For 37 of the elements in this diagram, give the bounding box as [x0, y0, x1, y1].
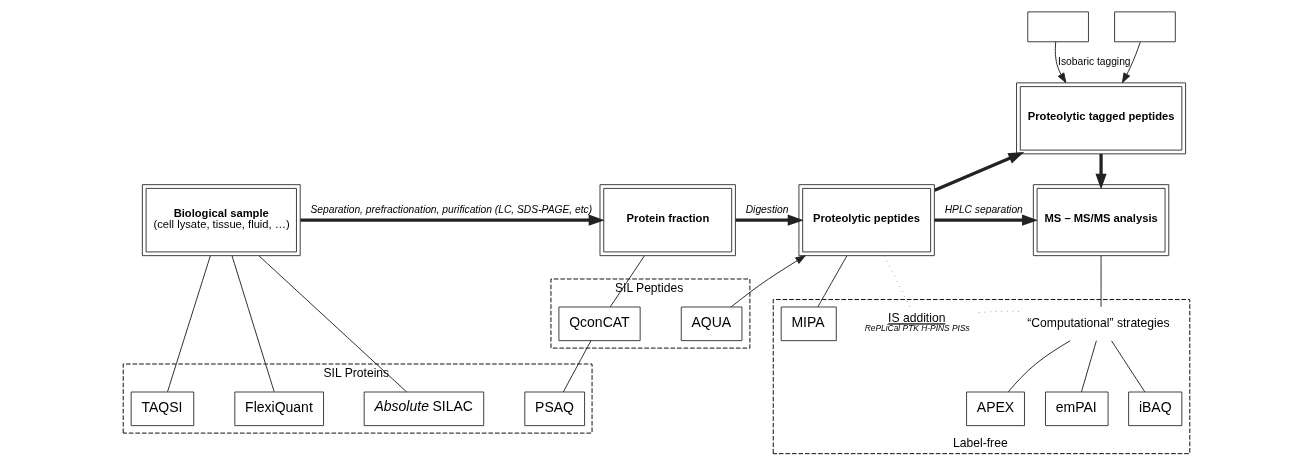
- node-box: QconCAT: [557, 306, 641, 342]
- node-box: AQUA: [680, 306, 742, 342]
- arrow: [933, 152, 1024, 192]
- arrow: [1121, 41, 1141, 84]
- edge-label: Separation, prefractionation, purification (LC, SDS-PAGE, etc): [309, 204, 592, 216]
- node-box: [1113, 11, 1176, 43]
- arrow: [1095, 153, 1107, 190]
- node-box: MIPA: [780, 306, 837, 342]
- connector: [257, 255, 407, 393]
- connector: [1007, 340, 1071, 393]
- connector: [883, 255, 910, 308]
- arrow: [1054, 41, 1066, 84]
- node-box: Proteolytic tagged peptides: [1015, 82, 1186, 155]
- arrow: [735, 214, 804, 226]
- connector: [562, 340, 591, 393]
- connector: [1100, 255, 1102, 308]
- node-box: Absolute SILAC: [363, 391, 484, 427]
- node-box: TAQSI: [130, 391, 194, 427]
- node-box: [1026, 11, 1089, 43]
- connector: [231, 255, 275, 393]
- node-box: PSAQ: [523, 391, 585, 427]
- node-box: FlexiQuant: [233, 391, 324, 427]
- connector: [609, 255, 645, 308]
- edge-label: HPLC separation: [944, 204, 1023, 216]
- node-box: iBAQ: [1127, 391, 1182, 427]
- arrow: [299, 214, 605, 226]
- edge-label: Digestion: [745, 204, 789, 216]
- edge-label: Isobaric tagging: [1057, 55, 1131, 67]
- node-text: “Computational” strategies: [1026, 316, 1169, 330]
- arrow: [933, 214, 1038, 226]
- arrow: [730, 255, 806, 308]
- connector: [1110, 340, 1145, 393]
- connector: [816, 255, 847, 308]
- node-box: APEX: [965, 391, 1025, 427]
- connector: [166, 255, 211, 393]
- node-box: emPAI: [1044, 391, 1109, 427]
- connector: [1080, 340, 1097, 393]
